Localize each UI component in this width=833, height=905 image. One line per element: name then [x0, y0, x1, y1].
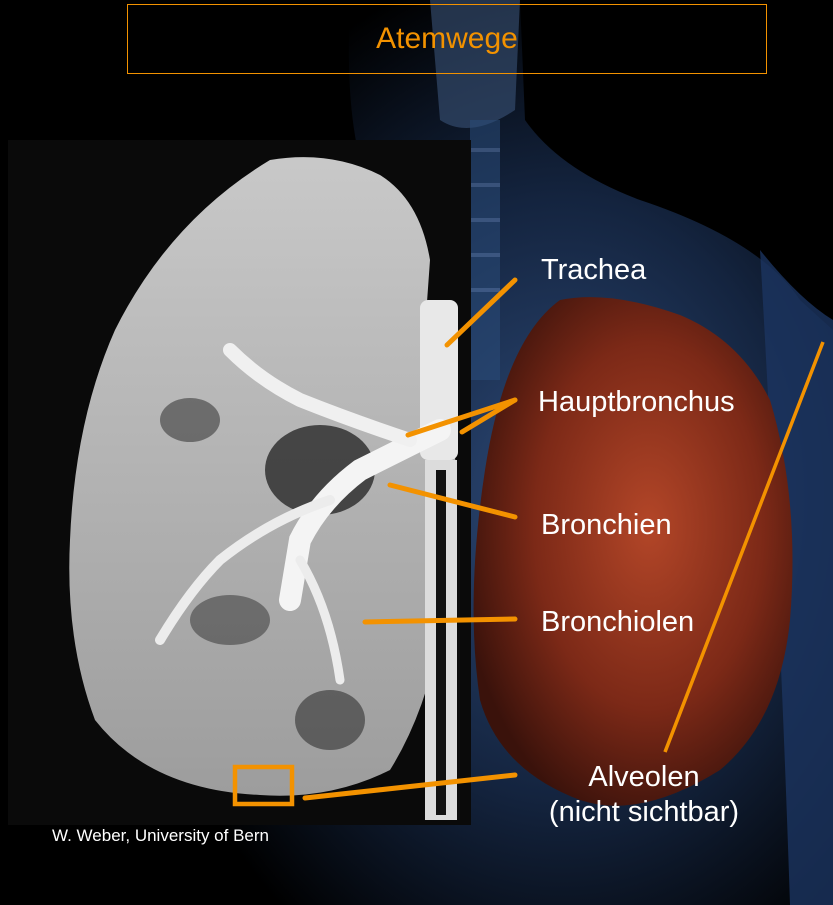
label-alveolen: Alveolen (nicht sichtbar) — [519, 760, 769, 830]
label-bronchien: Bronchien — [541, 508, 672, 543]
slide-title: Atemwege — [127, 4, 767, 74]
image-credit: W. Weber, University of Bern — [52, 826, 269, 846]
label-alveolen-line1: Alveolen — [519, 760, 769, 795]
label-hauptbronchus: Hauptbronchus — [538, 385, 735, 420]
label-trachea: Trachea — [541, 253, 646, 288]
bronchial-cast-photo — [8, 140, 471, 825]
slide-title-text: Atemwege — [376, 22, 518, 56]
lung-shape — [474, 297, 793, 806]
label-bronchiolen: Bronchiolen — [541, 605, 694, 640]
pointer-bronchiolen — [365, 619, 515, 622]
label-alveolen-line2: (nicht sichtbar) — [519, 795, 769, 830]
windpipe — [470, 120, 500, 380]
